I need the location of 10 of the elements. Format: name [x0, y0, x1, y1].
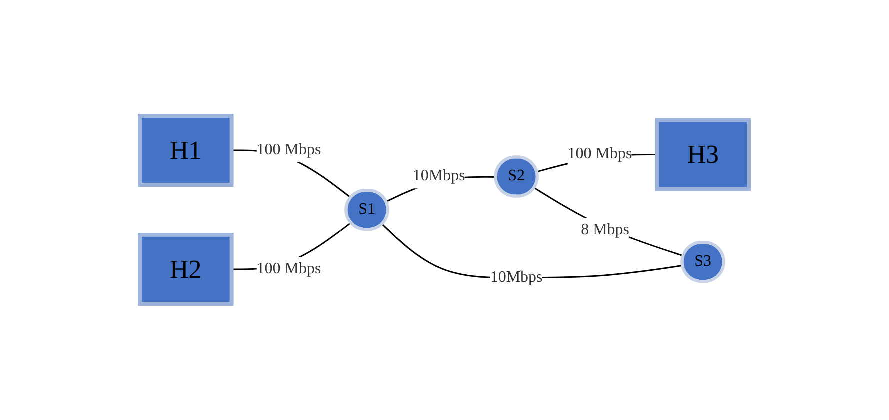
- edge-label: 100 Mbps: [256, 260, 322, 278]
- edge-label: 10Mbps: [490, 268, 543, 286]
- connector: [534, 188, 684, 257]
- edge-label: 100 Mbps: [568, 146, 632, 163]
- node-box: H1: [138, 114, 234, 187]
- node-box: H3: [655, 118, 751, 192]
- edge-label: 8 Mbps: [581, 221, 630, 238]
- node-box: H2: [138, 233, 234, 306]
- edge-label: 10Mbps: [412, 168, 466, 185]
- edge-label: 100 Mbps: [256, 141, 322, 158]
